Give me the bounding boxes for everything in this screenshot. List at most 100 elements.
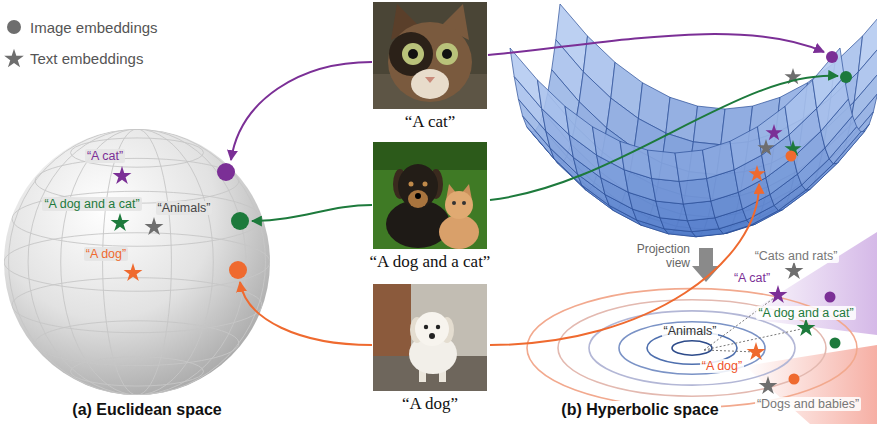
panel-title: (a) Euclidean space bbox=[70, 401, 223, 419]
photo-shape bbox=[408, 49, 418, 59]
surface-cell bbox=[758, 106, 790, 155]
image-embedding-dot bbox=[826, 51, 838, 63]
embedding-arrow bbox=[231, 62, 372, 160]
surface-cell bbox=[652, 179, 684, 205]
legend-item: Image embeddings bbox=[4, 17, 158, 37]
dog-region bbox=[745, 345, 877, 424]
embedding-label: “A dog” bbox=[700, 359, 744, 373]
photo-shape bbox=[439, 215, 479, 249]
embedding-arrow bbox=[240, 282, 372, 345]
embedding-arrow bbox=[252, 205, 372, 221]
photo-frame: “A cat” bbox=[373, 2, 487, 132]
surface-cell bbox=[703, 141, 735, 178]
surface-cell bbox=[679, 179, 711, 205]
photo-shape bbox=[415, 193, 421, 199]
photo-frame: “A dog and a cat” bbox=[370, 142, 491, 272]
photo-frame: “A dog” bbox=[373, 284, 487, 414]
photo-shape bbox=[425, 77, 435, 83]
photo-shape bbox=[373, 2, 487, 109]
text-embedding-star bbox=[769, 285, 788, 303]
image-embedding-dot bbox=[840, 71, 852, 83]
photo-shape bbox=[373, 142, 487, 249]
photo-shape bbox=[424, 325, 428, 329]
legend-swatch bbox=[4, 48, 24, 68]
text-embedding-star bbox=[765, 124, 782, 140]
euclidean-sphere bbox=[4, 129, 270, 395]
surface-cell bbox=[510, 48, 542, 109]
text-embedding-star bbox=[113, 166, 132, 184]
embedding-label: “A cat” bbox=[732, 271, 772, 285]
embedding-arrow bbox=[490, 76, 838, 200]
sphere-grid bbox=[4, 129, 270, 395]
photo-caption: “A dog” bbox=[402, 395, 458, 414]
legend-swatch bbox=[4, 17, 24, 37]
distance-ring bbox=[589, 311, 795, 385]
sphere bbox=[4, 129, 270, 395]
photo-shape bbox=[373, 284, 487, 391]
image-embedding-dot bbox=[786, 151, 797, 162]
embedding-label: “Cats and rats” bbox=[753, 249, 840, 263]
embedding-arrow bbox=[490, 184, 759, 345]
longitude-line bbox=[28, 129, 246, 395]
surface-cell bbox=[683, 201, 715, 221]
projection-note: Projection view bbox=[624, 243, 692, 271]
embedding-arrow bbox=[488, 34, 824, 55]
text-embedding-star bbox=[757, 139, 774, 155]
embedding-label: “A dog and a cat” bbox=[42, 197, 141, 211]
photo-shape bbox=[388, 22, 472, 102]
photo-shape bbox=[373, 142, 487, 170]
embedding-label: “Animals” bbox=[662, 324, 719, 338]
embedding-label: “Dogs and babies” bbox=[755, 397, 861, 411]
surface-cell bbox=[538, 80, 570, 135]
surface-cell bbox=[693, 106, 725, 145]
text-embedding-star bbox=[111, 213, 130, 231]
photo bbox=[373, 2, 487, 109]
photo-shape bbox=[436, 325, 440, 329]
longitude-line bbox=[9, 129, 266, 395]
hierarchy-line bbox=[704, 350, 756, 352]
embedding-label: “A dog” bbox=[84, 247, 128, 261]
photo-shape bbox=[442, 49, 452, 59]
text-embedding-star bbox=[145, 217, 164, 235]
photo-shape bbox=[429, 333, 435, 339]
embedding-label: “A dog and a cat” bbox=[756, 306, 855, 320]
photo-shape bbox=[423, 182, 428, 187]
distance-ring bbox=[619, 322, 765, 375]
longitude-line bbox=[103, 129, 172, 395]
photo-shape bbox=[408, 190, 428, 208]
legend-item: Text embeddings bbox=[4, 48, 143, 68]
legend-text: Text embeddings bbox=[30, 50, 143, 67]
surface-cell bbox=[648, 150, 680, 181]
photo-shape bbox=[398, 164, 438, 208]
surface-cell bbox=[813, 48, 845, 109]
text-embedding-star bbox=[747, 342, 766, 360]
image-embedding-dot bbox=[789, 374, 800, 385]
photo-shape bbox=[436, 43, 458, 65]
photo-shape bbox=[415, 312, 449, 346]
image-embedding-dot bbox=[217, 163, 235, 181]
latitude-line bbox=[71, 357, 204, 386]
text-embedding-star bbox=[797, 318, 816, 336]
distance-ring bbox=[672, 341, 712, 355]
text-embedding-star bbox=[785, 261, 804, 279]
image-embedding-dot bbox=[830, 338, 841, 349]
surface-cell bbox=[730, 127, 762, 170]
photo-shape bbox=[402, 43, 424, 65]
latitude-line bbox=[4, 233, 270, 292]
embedding-label: “A cat” bbox=[85, 149, 125, 163]
embedding-label: “Animals” bbox=[156, 201, 213, 215]
longitude-line bbox=[61, 129, 214, 395]
latitude-line bbox=[12, 191, 262, 246]
latitude-line bbox=[71, 138, 204, 167]
surface-cell bbox=[620, 141, 652, 178]
photo-shape bbox=[452, 201, 456, 205]
image-embedding-dot bbox=[231, 212, 249, 230]
panel-title: (b) Hyperbolic space bbox=[559, 401, 720, 419]
photo bbox=[373, 142, 487, 249]
text-embedding-star bbox=[748, 165, 765, 181]
surface-cell bbox=[565, 106, 597, 155]
photo-shape bbox=[411, 69, 449, 99]
latitude-line bbox=[12, 278, 262, 333]
photo-shape bbox=[445, 191, 473, 219]
